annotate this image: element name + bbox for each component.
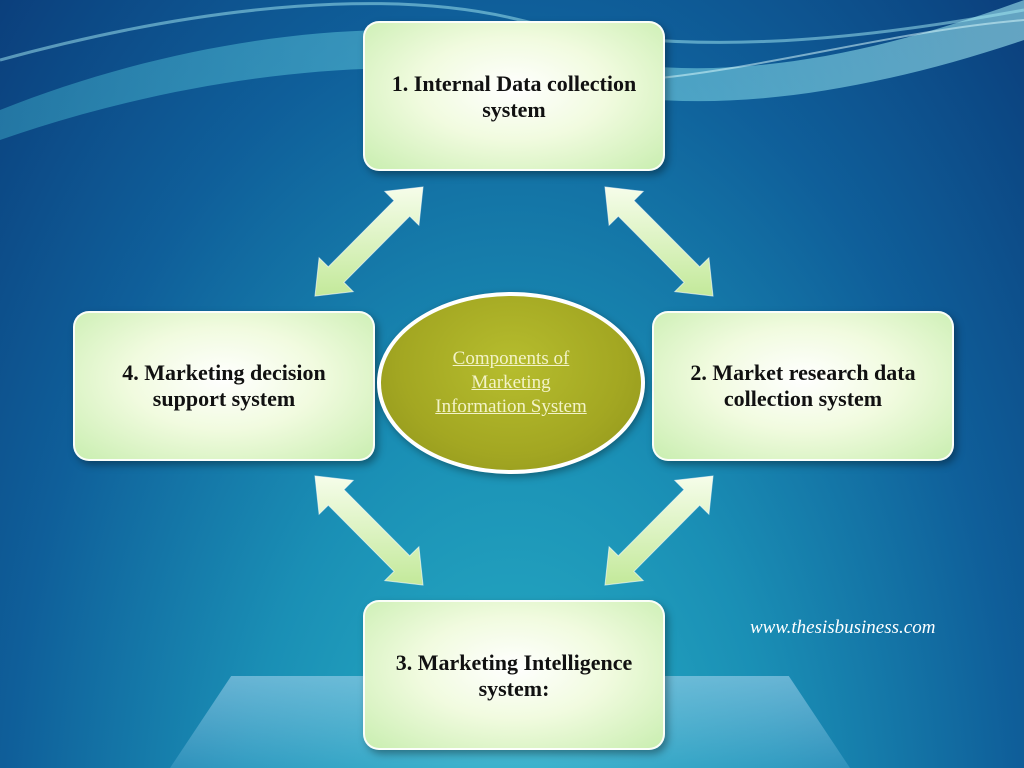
box-internal-data-label: 1. Internal Data collection system [391, 71, 637, 122]
box-market-research: 2. Market research data collection syste… [652, 311, 954, 461]
arrow-bottom-right [604, 475, 714, 586]
website-watermark: www.thesisbusiness.com [750, 617, 936, 638]
arrow-top-left [314, 186, 424, 297]
center-link[interactable]: Components of Marketing Information Syst… [435, 348, 587, 417]
box-internal-data: 1. Internal Data collection system [363, 21, 665, 171]
box-decision-support: 4. Marketing decision support system [73, 311, 375, 461]
box-marketing-intelligence: 3. Marketing Intelligence system: [363, 600, 665, 750]
box-marketing-intelligence-label: 3. Marketing Intelligence system: [395, 650, 633, 701]
center-ellipse: Components of Marketing Information Syst… [377, 292, 645, 474]
box-decision-support-label: 4. Marketing decision support system [122, 360, 326, 411]
arrow-bottom-left [314, 475, 424, 586]
arrow-top-right [604, 186, 714, 297]
box-market-research-label: 2. Market research data collection syste… [690, 360, 916, 411]
